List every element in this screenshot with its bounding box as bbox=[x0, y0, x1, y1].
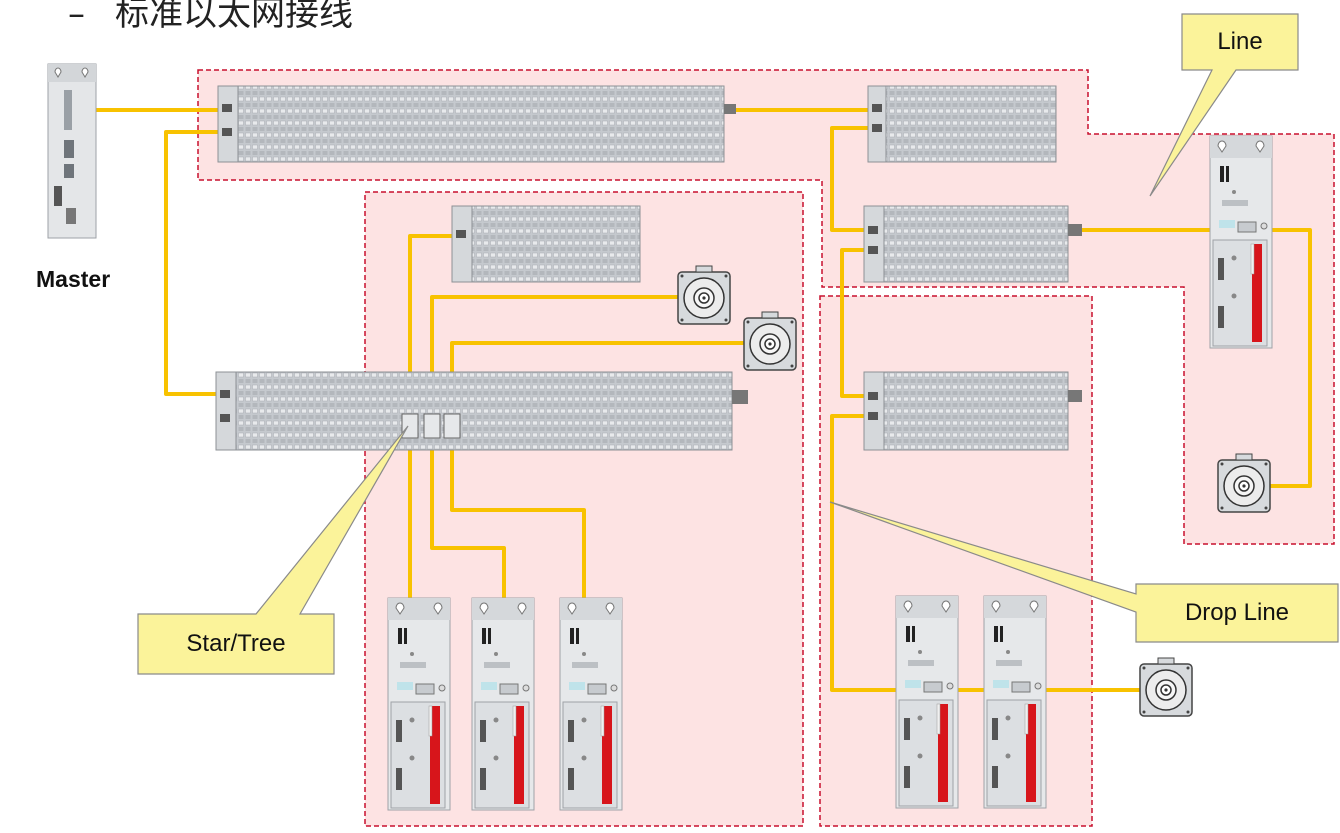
io-module-icon bbox=[863, 205, 1082, 283]
servo-motor-icon bbox=[1217, 453, 1271, 513]
zone-line-main bbox=[197, 69, 1335, 545]
io-module-icon bbox=[217, 85, 736, 163]
io-module-icon bbox=[867, 85, 1057, 163]
master-controller-icon bbox=[47, 63, 97, 239]
servo-drive-icon bbox=[387, 597, 451, 811]
heading-bullet: – bbox=[68, 0, 85, 34]
servo-motor-icon bbox=[743, 311, 797, 371]
callout-star-tree bbox=[137, 425, 409, 675]
servo-drive-icon bbox=[1209, 135, 1273, 349]
servo-motor-icon bbox=[1139, 657, 1193, 717]
ethernet-cables bbox=[96, 108, 1312, 696]
page-heading: –标准以太网接线 bbox=[68, 0, 353, 35]
callout-drop-line bbox=[829, 501, 1339, 643]
servo-motor-icon bbox=[677, 265, 731, 325]
callout-star-tree-label: Star/Tree bbox=[186, 630, 286, 657]
callout-line-label: Line bbox=[1217, 28, 1263, 55]
servo-drive-icon bbox=[559, 597, 623, 811]
io-module-icon bbox=[215, 371, 748, 451]
io-module-icon bbox=[863, 371, 1082, 451]
heading-text: 标准以太网接线 bbox=[115, 0, 353, 34]
servo-drive-icon bbox=[471, 597, 535, 811]
callout-line bbox=[1149, 13, 1299, 197]
callout-drop-line-label: Drop Line bbox=[1184, 599, 1290, 626]
master-label: Master bbox=[36, 266, 111, 292]
io-module-icon bbox=[451, 205, 641, 283]
servo-drive-icon bbox=[895, 595, 959, 809]
servo-drive-icon bbox=[983, 595, 1047, 809]
